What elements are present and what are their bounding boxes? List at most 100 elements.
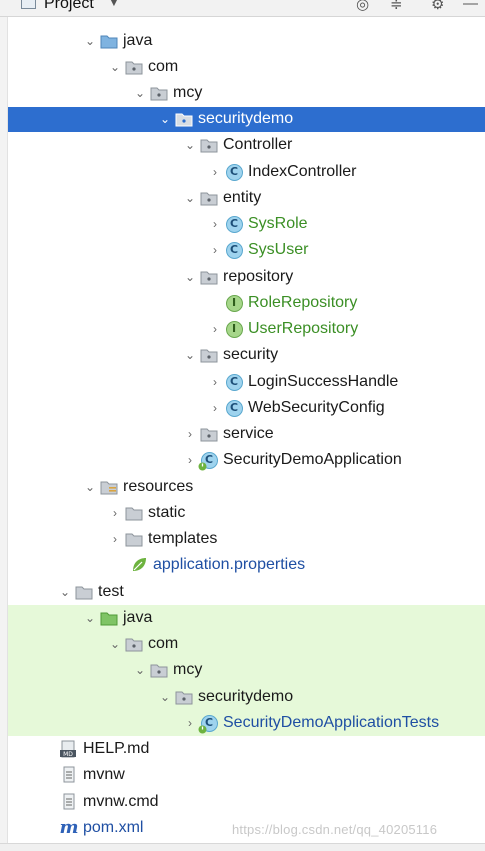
node-label: mcy (173, 84, 203, 101)
selection-highlight (8, 107, 485, 132)
node-label: mvnw (83, 766, 125, 783)
tree-node-mvnw[interactable]: mvnw (60, 763, 125, 787)
chevron-right-icon[interactable]: › (213, 322, 217, 336)
chevron-down-icon[interactable]: ⌄ (84, 34, 96, 48)
tree-node-com[interactable]: ⌄ com (105, 55, 178, 79)
class-icon: C (225, 163, 243, 181)
node-label: mcy (173, 661, 203, 678)
chevron-down-icon[interactable]: ⌄ (159, 112, 171, 126)
interface-icon: I (225, 294, 243, 312)
folder-icon (125, 504, 143, 522)
node-label: repository (223, 268, 294, 285)
tree-node-security-demo-application-tests[interactable]: › C SecurityDemoApplicationTests (180, 711, 439, 735)
gear-icon[interactable]: ⚙ (431, 0, 445, 13)
tree-node-entity[interactable]: ⌄ entity (180, 186, 261, 210)
node-label: java (123, 609, 153, 626)
tree-node-static[interactable]: › static (105, 501, 185, 525)
bottom-edge (0, 843, 485, 851)
tree-node-mvnw-cmd[interactable]: mvnw.cmd (60, 790, 159, 814)
project-view-title[interactable]: Project (44, 0, 94, 12)
tree-node-templates[interactable]: › templates (105, 527, 217, 551)
node-label: mvnw.cmd (83, 793, 159, 810)
tree-node-controller[interactable]: ⌄ Controller (180, 133, 292, 157)
folder-icon (75, 583, 93, 601)
tree-node-role-repository[interactable]: I RoleRepository (205, 291, 357, 315)
package-icon (175, 688, 193, 706)
node-label: HELP.md (83, 740, 150, 757)
tree-node-mcy[interactable]: ⌄ mcy (130, 81, 202, 105)
package-icon (200, 136, 218, 154)
interface-icon: I (225, 320, 243, 338)
tree-node-security[interactable]: ⌄ security (180, 343, 278, 367)
tree-node-java[interactable]: ⌄ java (80, 29, 152, 53)
chevron-right-icon[interactable]: › (213, 401, 217, 415)
chevron-right-icon[interactable]: › (113, 506, 117, 520)
tree-node-login-success-handle[interactable]: › C LoginSuccessHandle (205, 370, 398, 394)
collapse-all-icon[interactable]: ≑ (390, 0, 403, 13)
node-label: com (148, 635, 179, 652)
tree-node-repository[interactable]: ⌄ repository (180, 265, 293, 289)
chevron-down-icon[interactable]: ⌄ (159, 690, 171, 704)
package-icon (200, 425, 218, 443)
text-file-icon (60, 793, 78, 811)
chevron-right-icon[interactable]: › (188, 716, 192, 730)
node-label: LoginSuccessHandle (248, 373, 399, 390)
chevron-down-icon[interactable]: ⌄ (109, 637, 121, 651)
tree-node-help-md[interactable]: MD HELP.md (60, 737, 149, 761)
chevron-down-icon[interactable]: ⌄ (134, 663, 146, 677)
tree-node-web-security-config[interactable]: › C WebSecurityConfig (205, 396, 385, 420)
node-label: securitydemo (198, 110, 294, 127)
chevron-right-icon[interactable]: › (188, 427, 192, 441)
chevron-down-icon[interactable]: ⌄ (84, 611, 96, 625)
chevron-down-icon[interactable]: ⌄ (184, 191, 196, 205)
chevron-down-icon[interactable]: ⌄ (84, 480, 96, 494)
chevron-down-icon[interactable]: ⌄ (184, 348, 196, 362)
chevron-right-icon[interactable]: › (213, 165, 217, 179)
node-label: com (148, 58, 179, 75)
tree-node-sys-user[interactable]: › C SysUser (205, 238, 308, 262)
tree-node-test-securitydemo[interactable]: ⌄ securitydemo (155, 685, 293, 709)
tree-node-test-mcy[interactable]: ⌄ mcy (130, 658, 202, 682)
tree-node-sys-role[interactable]: › C SysRole (205, 212, 308, 236)
chevron-right-icon[interactable]: › (188, 453, 192, 467)
node-label: SecurityDemoApplication (223, 451, 402, 468)
chevron-right-icon[interactable]: › (213, 217, 217, 231)
chevron-down-icon[interactable]: ⌄ (134, 86, 146, 100)
package-icon (200, 346, 218, 364)
tree-node-service[interactable]: › service (180, 422, 274, 446)
node-label: application.properties (153, 556, 306, 573)
svg-text:MD: MD (63, 751, 73, 758)
package-icon (125, 635, 143, 653)
chevron-down-icon[interactable]: ▼ (108, 0, 120, 9)
node-label: Controller (223, 136, 293, 153)
tree-node-security-demo-application[interactable]: › C SecurityDemoApplication (180, 448, 402, 472)
node-label: WebSecurityConfig (248, 399, 385, 416)
maven-icon: m (59, 817, 79, 838)
class-icon: C (225, 373, 243, 391)
text-file-icon (60, 766, 78, 784)
spring-boot-class-icon: C (198, 451, 218, 471)
chevron-down-icon[interactable]: ⌄ (184, 270, 196, 284)
hide-panel-icon[interactable]: — (463, 0, 478, 12)
tree-node-test[interactable]: ⌄ test (55, 580, 124, 604)
tree-node-pom-xml[interactable]: m pom.xml (59, 816, 143, 840)
tree-node-test-java[interactable]: ⌄ java (80, 606, 152, 630)
chevron-down-icon[interactable]: ⌄ (59, 585, 71, 599)
tree-node-securitydemo[interactable]: ⌄ securitydemo (155, 107, 293, 131)
locate-icon[interactable]: ◎ (356, 0, 370, 13)
chevron-right-icon[interactable]: › (213, 243, 217, 257)
node-label: resources (123, 478, 194, 495)
chevron-right-icon[interactable]: › (213, 375, 217, 389)
tree-node-application-properties[interactable]: application.properties (130, 553, 305, 577)
node-label: service (223, 425, 274, 442)
chevron-down-icon[interactable]: ⌄ (109, 60, 121, 74)
tree-node-user-repository[interactable]: › I UserRepository (205, 317, 358, 341)
chevron-down-icon[interactable]: ⌄ (184, 138, 196, 152)
tree-node-test-com[interactable]: ⌄ com (105, 632, 178, 656)
node-label: securitydemo (198, 688, 294, 705)
left-gutter (0, 17, 8, 850)
tree-node-index-controller[interactable]: › C IndexController (205, 160, 357, 184)
spring-leaf-icon (130, 556, 148, 574)
tree-node-resources[interactable]: ⌄ resources (80, 475, 193, 499)
chevron-right-icon[interactable]: › (113, 532, 117, 546)
